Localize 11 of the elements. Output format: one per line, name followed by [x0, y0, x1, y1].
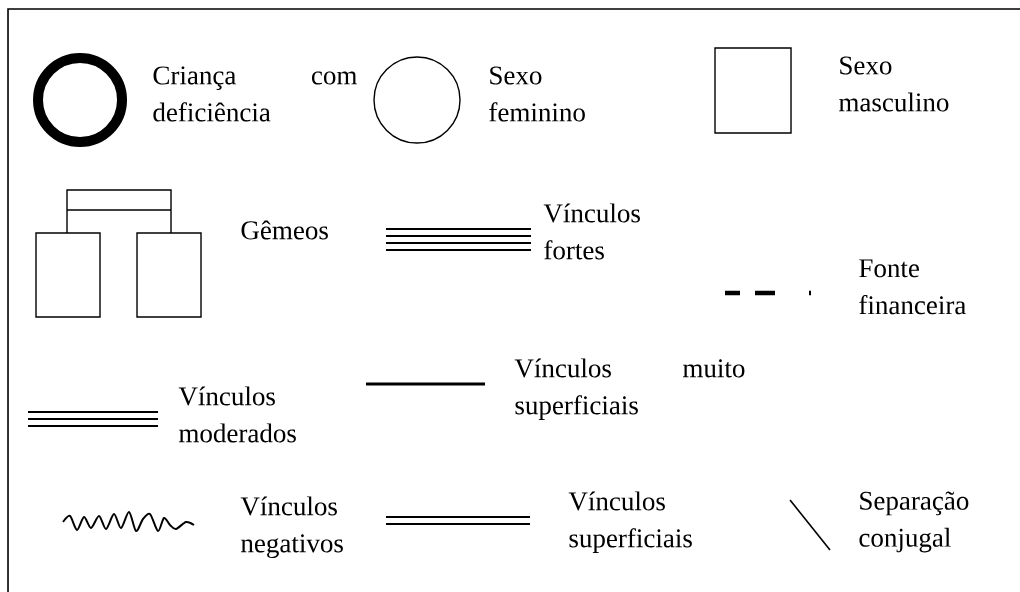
legend-label: Vínculos superficiais	[568, 491, 692, 553]
legend-label: Criança com deficiência	[153, 66, 357, 122]
legend-label: Vínculos moderados	[178, 386, 296, 443]
legend-label: Gêmeos	[241, 220, 328, 240]
legend-label: Sexo feminino	[489, 66, 585, 122]
legend-label: Separação conjugal	[859, 491, 969, 553]
legend-label: Fonte financeira	[859, 259, 966, 315]
legend-label: Vínculos negativos	[240, 496, 343, 558]
legend-label: Vínculos muito superficiais	[514, 358, 745, 420]
legend-label: Sexo masculino	[839, 56, 949, 112]
legend-label: Vínculos fortes	[543, 203, 640, 260]
